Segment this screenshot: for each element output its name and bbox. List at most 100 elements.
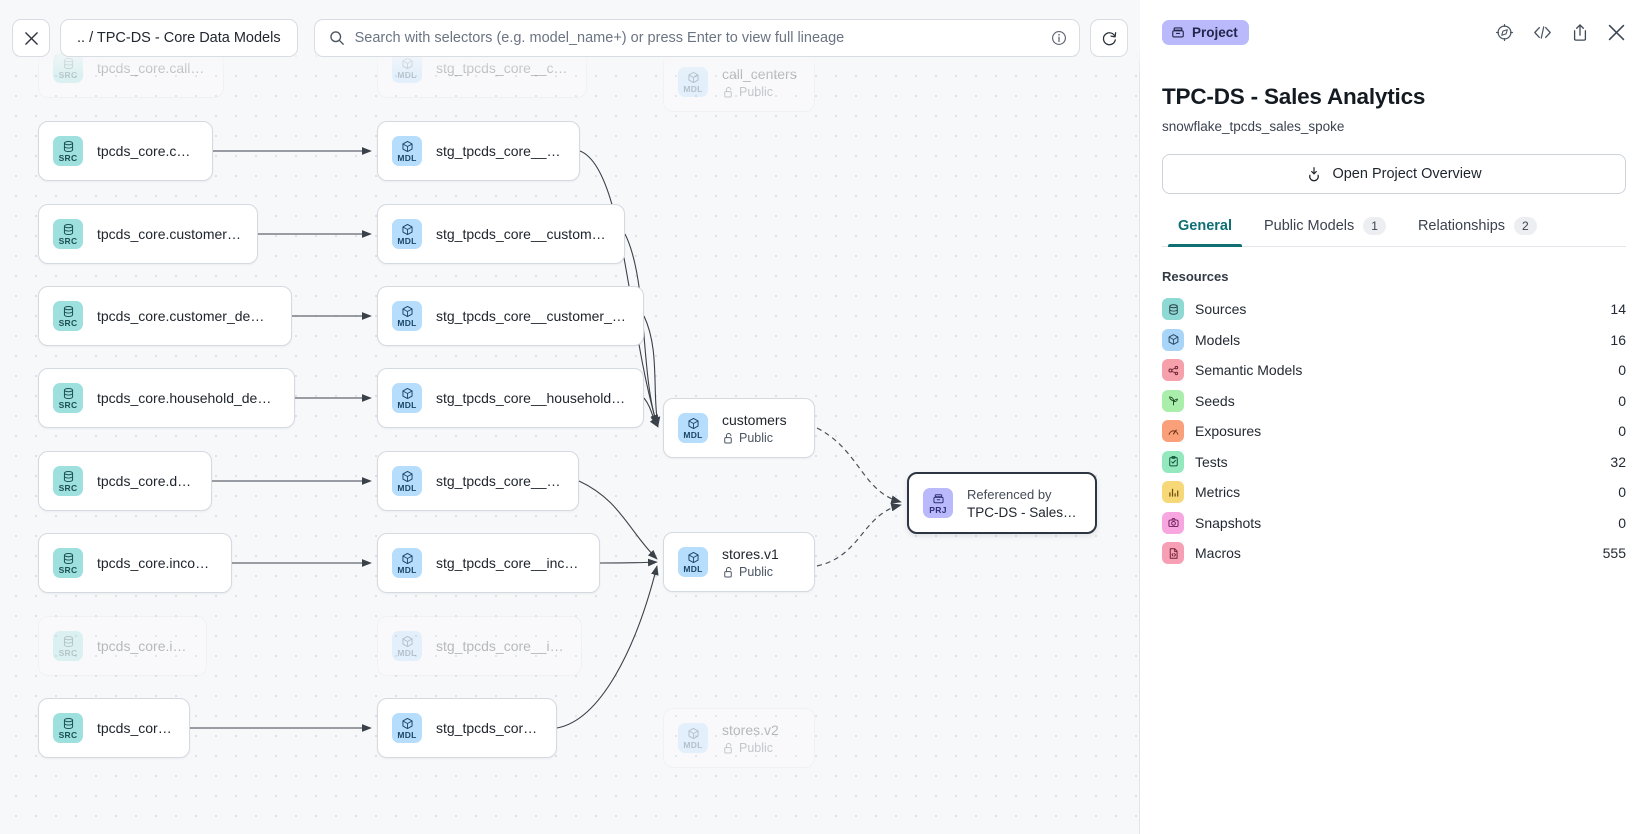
- node-visibility-label: Public: [739, 430, 774, 445]
- mdl-icon: [401, 635, 413, 647]
- gauge-icon: [1162, 420, 1184, 443]
- share-button[interactable]: [1571, 23, 1589, 42]
- open-project-overview-label: Open Project Overview: [1332, 166, 1482, 182]
- mdl-icon: [687, 727, 699, 739]
- mdl-icon: [687, 551, 699, 563]
- mdl-icon: [687, 417, 699, 429]
- resource-label: Sources: [1195, 301, 1247, 318]
- badge-type-label: SRC: [58, 564, 78, 575]
- badge-type-label: PRJ: [929, 504, 947, 515]
- semantic-models-icon: [1162, 359, 1184, 382]
- resource-count: 16: [1610, 331, 1626, 348]
- breadcrumb[interactable]: .. / TPC-DS - Core Data Models: [60, 19, 298, 57]
- node-name: stg_tpcds_core__customer_demogra…: [436, 308, 627, 324]
- node-labels: tpcds_core.inventory: [97, 638, 190, 654]
- lineage-node[interactable]: MDLstg_tpcds_core__household_demogr…: [377, 368, 644, 428]
- src-icon: [63, 552, 73, 564]
- compass-icon: [1495, 23, 1514, 41]
- edge-group-src-to-mdl: [190, 147, 372, 732]
- resource-label: Metrics: [1195, 484, 1241, 501]
- mdl-badge: MDL: [678, 413, 708, 443]
- info-circle-icon[interactable]: [1051, 30, 1067, 46]
- tab-label: Relationships: [1417, 218, 1506, 234]
- open-project-overview-button[interactable]: Open Project Overview: [1162, 154, 1626, 194]
- badge-type-label: SRC: [58, 647, 78, 658]
- resource-type-chip[interactable]: Project: [1162, 19, 1249, 45]
- tab-general[interactable]: General: [1162, 217, 1248, 247]
- tab-count-badge: 1: [1363, 217, 1386, 235]
- node-labels: stg_tpcds_core__customer_address: [436, 226, 608, 242]
- node-name: tpcds_core.inventory: [97, 638, 190, 654]
- node-name: customers: [722, 411, 787, 428]
- lock-icon: [724, 566, 732, 577]
- src-badge: SRC: [53, 136, 83, 166]
- resource-label: Snapshots: [1195, 514, 1262, 531]
- mdl-icon: [401, 470, 413, 482]
- explore-button[interactable]: [1495, 23, 1514, 42]
- badge-type-label: SRC: [58, 69, 78, 80]
- panel-actions: [1495, 23, 1626, 42]
- mdl-icon: [401, 387, 413, 399]
- src-icon: [63, 305, 73, 317]
- search-input[interactable]: Search with selectors (e.g. model_name+)…: [354, 30, 845, 46]
- badge-type-label: MDL: [397, 399, 417, 410]
- camera-icon: [1162, 511, 1184, 534]
- close-lineage-button[interactable]: [12, 19, 50, 57]
- resource-row-metrics[interactable]: Metrics 0: [1162, 477, 1626, 508]
- node-labels: tpcds_core.call_center: [97, 60, 207, 76]
- close-panel-button[interactable]: [1607, 23, 1626, 42]
- badge-type-label: MDL: [397, 317, 417, 328]
- node-name: stg_tpcds_core__inventory: [436, 638, 565, 654]
- resource-count: 0: [1618, 484, 1626, 501]
- src-icon: [63, 470, 73, 482]
- src-badge: SRC: [53, 466, 83, 496]
- lock-icon: [724, 742, 732, 753]
- view-code-button[interactable]: [1532, 24, 1553, 41]
- src-icon: [63, 717, 73, 729]
- node-labels: tpcds_core.customer_address: [97, 226, 241, 242]
- src-icon: [63, 140, 73, 152]
- node-labels: stg_tpcds_core__call_center: [436, 60, 570, 76]
- lineage-node[interactable]: MDL stg_tpcds_core__customer_demogra…: [377, 286, 644, 346]
- node-labels: call_centers Public: [722, 66, 797, 99]
- search-bar[interactable]: Search with selectors (e.g. model_name+)…: [313, 19, 1080, 57]
- lineage-node[interactable]: MDL customers Public: [663, 398, 815, 458]
- refresh-button[interactable]: [1090, 19, 1128, 57]
- src-badge: SRC: [53, 301, 83, 331]
- mdl-badge: MDL: [392, 548, 422, 578]
- mdl-badge: MDL: [678, 723, 708, 753]
- code-icon: [1534, 25, 1551, 39]
- node-name: stg_tpcds_core__store: [436, 720, 540, 736]
- lineage-node[interactable]: SRC tpcds_core.inventory: [38, 616, 207, 676]
- badge-type-label: SRC: [58, 317, 78, 328]
